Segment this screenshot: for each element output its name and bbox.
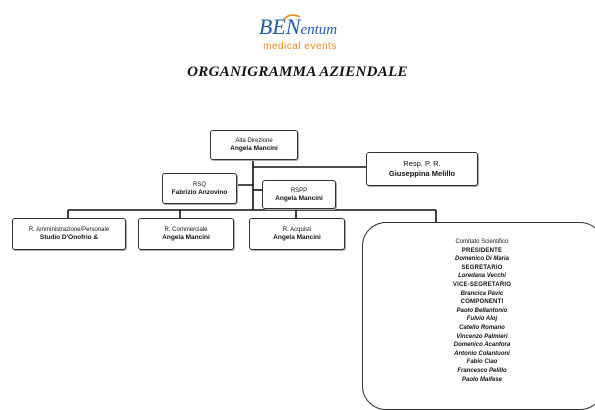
logo-ventum: entum bbox=[300, 22, 337, 38]
box-commerciale: R. Commerciale Angela Mancini bbox=[138, 218, 234, 250]
committee-member: Antonio Colantuoni bbox=[454, 350, 510, 357]
box-name: Studio D'Onofrio & bbox=[39, 234, 99, 241]
logo-swoosh bbox=[282, 14, 301, 21]
page-title: ORGANIGRAMMA AZIENDALE bbox=[187, 64, 408, 80]
box-name: Fabrizio Anzovino bbox=[171, 188, 228, 196]
box-name: Angela Mancini bbox=[273, 234, 321, 241]
committee-member: Domenico Acanfora bbox=[453, 342, 511, 349]
box-alta-direzione: Alta Direzione Angela Mancini bbox=[210, 130, 298, 160]
committee-member: Paolo Bellantonio bbox=[456, 307, 508, 314]
box-name: Angela Mancini bbox=[230, 145, 278, 152]
box-name: Angela Mancini bbox=[162, 234, 210, 241]
box-name: Angela Mancini bbox=[275, 194, 323, 202]
committee-role-heading: COMPONENTI bbox=[460, 299, 504, 306]
committee-member: Francesco Pelillo bbox=[457, 367, 507, 374]
box-role: RSQ bbox=[192, 181, 206, 188]
committee-member: Catello Romano bbox=[459, 324, 505, 331]
box-role: R. Acquisti bbox=[282, 227, 312, 233]
committee-member: Domenico Di Maria bbox=[454, 256, 509, 263]
box-acquisti: R. Acquisti Angela Mancini bbox=[249, 218, 345, 250]
committee-member: Fabio Ciao bbox=[466, 359, 498, 366]
committee-member: Loredana Vecchi bbox=[458, 273, 506, 280]
committee-member: Vincenzo Palmieri bbox=[456, 333, 508, 340]
committee-member: Paolo Maifese bbox=[461, 376, 502, 383]
committee-title: Comitato Scientifico bbox=[455, 239, 509, 245]
box-role: Resp. P. R. bbox=[403, 159, 441, 168]
logo-tagline: medical events bbox=[263, 41, 337, 52]
box-rsq: RSQ Fabrizio Anzovino bbox=[162, 173, 237, 204]
box-amministrazione: R. Amministrazione/Personale Studio D'On… bbox=[12, 218, 126, 250]
box-role: RSPP bbox=[290, 187, 308, 194]
box-role: Alta Direzione bbox=[235, 138, 273, 144]
company-logo: BENentum medical events bbox=[259, 14, 337, 52]
committee-role-heading: PRESIDENTE bbox=[461, 247, 503, 254]
box-name: Giuseppina Melillo bbox=[388, 169, 456, 178]
committee-role-heading: SEGRETARIO bbox=[461, 264, 503, 271]
logo-wordmark: BENentum bbox=[259, 14, 337, 39]
box-rspp: RSPP Angela Mancini bbox=[262, 180, 336, 209]
box-comitato-scientifico bbox=[362, 222, 595, 410]
committee-member: Fulvio Aloj bbox=[466, 316, 498, 323]
committee-list: Comitato Scientifico PRESIDENTE Domenico … bbox=[362, 238, 595, 384]
committee-role-heading: VICE-SEGRETARIO bbox=[452, 281, 512, 288]
committee-member: Brancica Pavic bbox=[460, 290, 504, 297]
box-resp-pr: Resp. P. R. Giuseppina Melillo bbox=[366, 152, 478, 186]
box-role: R. Commerciale bbox=[164, 227, 208, 233]
logo-be: BEN bbox=[259, 14, 302, 39]
box-role: R. Amministrazione/Personale bbox=[28, 227, 110, 233]
